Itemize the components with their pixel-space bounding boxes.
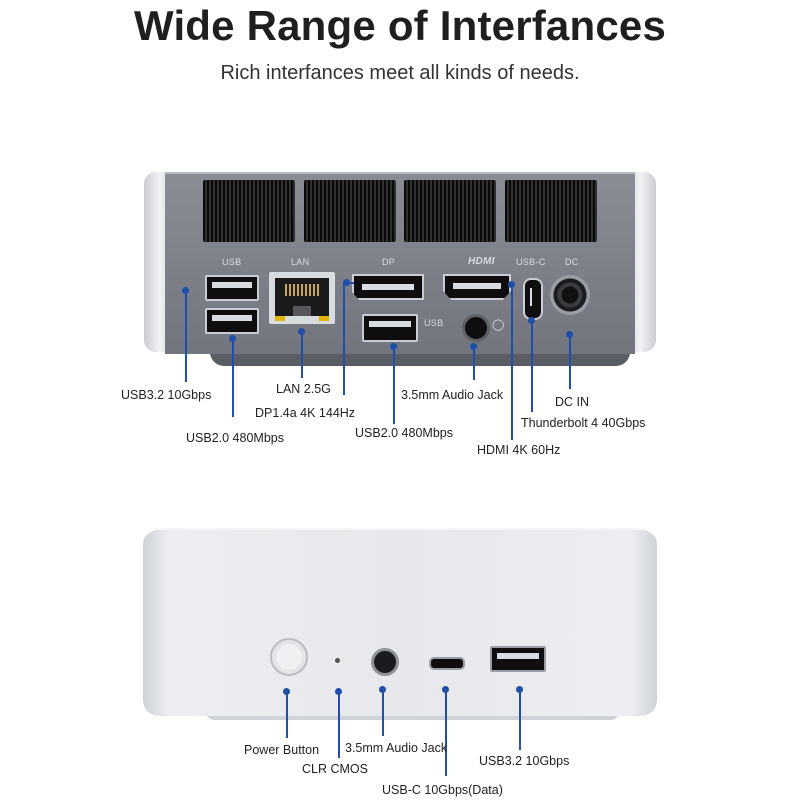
dot-clr-cmos [335,688,342,695]
dot-usb20-left [229,335,236,342]
callout-clr-cmos: CLR CMOS [302,762,368,776]
dc-in-port[interactable] [550,275,590,315]
dot-lan [298,328,305,335]
tag-lan: LAN [291,257,310,267]
leader-usb20-left [232,339,234,417]
leader-audio-front [382,690,384,736]
callout-audio: 3.5mm Audio Jack [401,388,504,402]
leader-hdmi [511,285,513,440]
hdmi-port[interactable] [443,274,511,300]
callout-hdmi: HDMI 4K 60Hz [477,443,561,457]
vent-4 [505,180,597,242]
front-panel: Power Button CLR CMOS 3.5mm Audio Jack U… [0,470,800,800]
dot-usb32 [182,287,189,294]
dot-audio [470,343,477,350]
usb20-port-left[interactable] [205,308,259,334]
callout-usb32: USB3.2 10Gbps [121,388,212,402]
leader-lan [301,332,303,378]
audio-jack-front[interactable] [371,648,399,676]
tag-usb: USB [222,257,242,267]
tag-usbc: USB-C [516,257,546,267]
leader-thunderbolt [531,321,533,412]
tag-usb-lower: USB [424,318,444,328]
thunderbolt-port[interactable] [523,278,543,320]
headphone-icon: ◯ [492,319,505,331]
leader-dp [343,282,345,395]
vent-1 [203,180,295,242]
lan-latch [293,306,311,316]
callout-lan: LAN 2.5G [276,382,331,396]
dot-thunderbolt [528,317,535,324]
dot-usb20-center [390,343,397,350]
dp-port[interactable] [352,274,424,300]
callout-dp: DP1.4a 4K 144Hz [255,406,356,420]
tag-hdmi: HDMI [468,256,495,267]
lan-contacts [285,284,319,296]
dot-usbc-front [442,686,449,693]
dot-dc-in [566,331,573,338]
power-button[interactable] [270,638,308,676]
lan-socket [275,278,329,316]
tag-dp: DP [382,257,396,267]
front-chassis [143,528,657,716]
tag-dc: DC [565,257,579,267]
vent-3 [404,180,496,242]
usbc-front-port[interactable] [429,657,465,670]
callout-usbc-front: USB-C 10Gbps(Data) [382,783,503,797]
usbc-tongue [530,288,532,306]
dp-tongue [362,284,414,290]
leader-dp-h [346,282,354,284]
usb32-port[interactable] [205,275,259,301]
callout-usb32-front: USB3.2 10Gbps [479,754,570,768]
callout-thunderbolt: Thunderbolt 4 40Gbps [521,416,646,430]
page-subtitle: Rich interfances meet all kinds of needs… [220,62,580,84]
dot-audio-front [379,686,386,693]
dot-power [283,688,290,695]
callout-audio-front: 3.5mm Audio Jack [345,741,448,755]
usb20-port-center[interactable] [362,314,418,342]
back-panel: USB LAN DP HDMI USB-C DC USB ◯ [121,172,656,457]
leader-usb20-center [393,347,395,424]
hdmi-tongue [453,283,501,289]
callout-dc-in: DC IN [555,395,590,409]
clr-cmos-hole[interactable] [335,658,340,663]
leader-power [286,692,288,738]
lan-led-left [275,316,285,321]
leader-audio [473,347,475,380]
lan-port[interactable] [269,272,335,324]
callout-usb20-left: USB2.0 480Mbps [186,431,284,445]
callout-usb20-center: USB2.0 480Mbps [355,426,453,440]
leader-usb32 [185,291,187,382]
usb32-front-port[interactable] [490,646,546,672]
leader-dc-in [569,335,571,389]
leader-clr-cmos [338,692,340,758]
audio-jack-back[interactable] [462,314,490,342]
lan-led-right [319,316,329,321]
callout-power: Power Button [244,743,320,757]
leader-usb32-front [519,690,521,750]
vent-2 [304,180,396,242]
dot-hdmi [508,281,515,288]
dot-usb32-front [516,686,523,693]
page-title: Wide Range of Interfances [133,2,667,49]
leader-usbc-front [445,690,447,776]
